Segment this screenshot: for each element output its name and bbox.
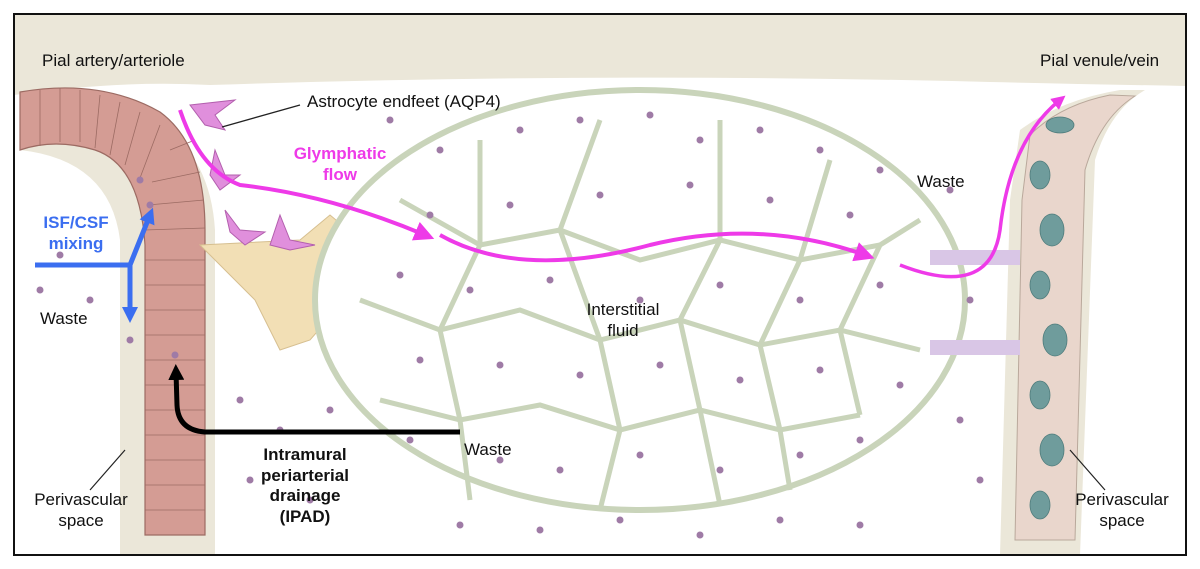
label-pial-venule: Pial venule/vein — [1040, 51, 1160, 70]
interstitial-line-2: fluid — [607, 320, 639, 340]
label-ipad: Intramural periarterial drainage (IPAD) — [245, 445, 365, 528]
label-pial-artery: Pial artery/arteriole — [42, 51, 185, 70]
ipad-line-1: Intramural — [263, 445, 347, 464]
label-waste-right: Waste — [917, 172, 965, 191]
isf-csf-line-1: ISF/CSF — [43, 213, 109, 232]
waste-dots — [36, 111, 984, 539]
diagram-border — [13, 13, 1187, 556]
glymphatic-arrow-1 — [178, 109, 435, 241]
cell-network — [359, 119, 922, 511]
label-waste-bottom: Waste — [464, 440, 512, 459]
glymphatic-line-1: Glymphatic — [293, 144, 387, 163]
vein-cells — [1029, 116, 1075, 520]
label-astrocyte-endfeet: Astrocyte endfeet (AQP4) — [307, 92, 501, 111]
perivascular-right-leader — [1069, 449, 1106, 491]
isf-csf-line-2: mixing — [48, 233, 104, 253]
pial-vein-wall — [1014, 94, 1137, 541]
pial-artery-wall — [19, 87, 206, 536]
capillary-lower — [930, 340, 1020, 355]
ipad-line-4: (IPAD) — [279, 507, 331, 527]
label-interstitial-fluid: Interstitial fluid — [568, 300, 678, 341]
interstitial-line-1: Interstitial — [586, 300, 660, 319]
glymphatic-arrow-2 — [439, 231, 875, 263]
perivascular-right-line-1: Perivascular — [1075, 490, 1169, 509]
capillary-upper — [930, 250, 1020, 265]
mixing-arrow-up — [127, 207, 155, 266]
glymphatic-arrow-3 — [899, 95, 1066, 279]
label-glymphatic-flow: Glymphatic flow — [285, 144, 395, 185]
perivascular-left-line-2: space — [58, 510, 104, 530]
ipad-line-2: periarterial — [261, 465, 349, 485]
perivascular-left-line-1: Perivascular — [34, 490, 128, 509]
glymphatic-line-2: flow — [323, 164, 357, 184]
label-waste-left: Waste — [40, 309, 88, 328]
perivascular-left-leader — [89, 449, 126, 491]
label-perivascular-right: Perivascular space — [1063, 490, 1181, 531]
ipad-line-3: drainage — [269, 486, 341, 506]
endfeet-leader-line — [221, 104, 301, 128]
ipad-arrow — [168, 364, 460, 435]
label-perivascular-left: Perivascular space — [22, 490, 140, 531]
perivascular-right-line-2: space — [1099, 510, 1145, 530]
label-isf-csf-mixing: ISF/CSF mixing — [30, 213, 122, 254]
